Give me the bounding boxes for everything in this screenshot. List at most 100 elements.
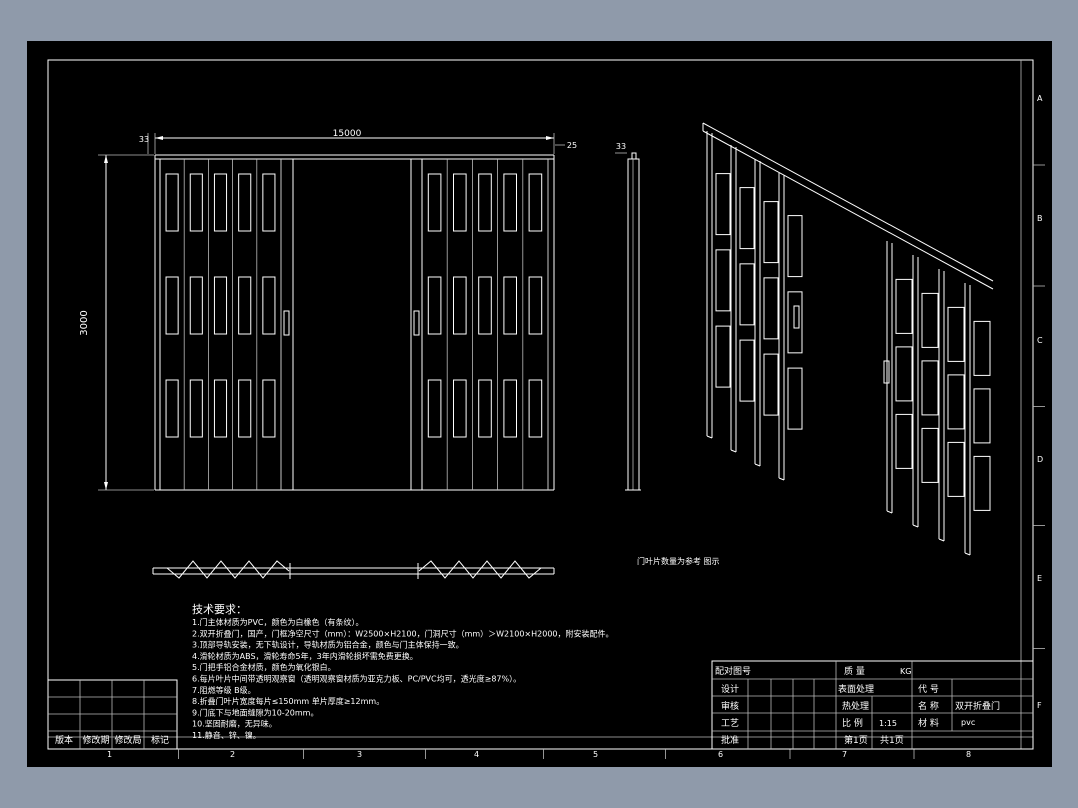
column-label: 4 <box>474 750 479 759</box>
iso-window <box>787 291 803 354</box>
observation-window <box>478 173 492 232</box>
reference-note: 门叶片数量为参考 图示 <box>637 556 720 566</box>
right-offset-dimension: 25 <box>567 141 577 150</box>
tech-item: 7.阻燃等级 B级。 <box>192 685 256 695</box>
technical-requirements: 技术要求： 1.门主体材质为PVC，颜色为白橡色（有条纹）。2.双开折叠门，国产… <box>192 603 614 740</box>
tb-scale-label: 比 例 <box>842 717 863 729</box>
inner-frame <box>47 59 1034 750</box>
rev-header-mark: 标记 <box>151 734 169 746</box>
front-view: 15000 33 25 3000 <box>79 129 577 491</box>
observation-window <box>213 276 228 335</box>
rev-header-version: 版本 <box>55 734 73 746</box>
tech-item: 6.每片叶片中间带透明观察窗（透明观察窗材质为亚克力板、PC/PVC均可，透光度… <box>192 674 521 684</box>
observation-window <box>427 276 442 335</box>
observation-window <box>238 173 252 232</box>
left-door-handle <box>283 310 290 336</box>
row-label: E <box>1037 574 1042 583</box>
right-door-leaf <box>410 155 555 490</box>
tech-item: 8.折叠门叶片宽度每片≤150mm 单片厚度≥12mm。 <box>192 696 384 706</box>
tech-item: 3.顶部导轨安装，无下轨设计，导轨材质为铝合金，颜色与门主体保持一致。 <box>192 640 464 650</box>
row-label: F <box>1037 701 1042 710</box>
iso-window <box>895 413 913 469</box>
observation-window <box>165 173 179 232</box>
iso-window <box>787 367 803 430</box>
right-door-handle <box>413 310 420 336</box>
tb-heat: 热处理 <box>842 700 869 712</box>
title-block: 配对图号 质 量 KG 设计 表面处理 代 号 审核 热处理 名 称 双开折叠门… <box>711 660 1034 750</box>
column-label: 8 <box>966 750 971 759</box>
iso-window <box>763 201 779 264</box>
isometric-view <box>702 122 994 556</box>
row-label: B <box>1037 214 1043 223</box>
tech-item: 4.滑轮材质为ABS，滑轮寿命5年，3年内滑轮损坏需免费更换。 <box>192 651 418 661</box>
tech-item: 11.静音、锌、镍。 <box>192 730 261 740</box>
iso-window <box>947 306 965 362</box>
iso-window <box>739 339 755 402</box>
observation-window <box>213 173 228 232</box>
left-offset-dimension: 33 <box>139 135 149 144</box>
observation-window <box>189 379 203 438</box>
iso-window <box>895 278 913 334</box>
iso-window <box>715 173 731 236</box>
iso-window <box>921 292 939 348</box>
row-label: C <box>1037 336 1043 345</box>
iso-handle-right <box>883 360 890 384</box>
iso-window <box>921 427 939 483</box>
rev-header-office: 修改局 <box>114 734 141 746</box>
tb-material-label: 材 料 <box>918 717 939 729</box>
observation-window <box>238 379 252 438</box>
column-label: 2 <box>230 750 235 759</box>
iso-window <box>763 277 779 340</box>
column-label: 3 <box>357 750 362 759</box>
rev-header-date: 修改期 <box>82 734 109 746</box>
observation-window <box>427 173 442 232</box>
iso-handle-left <box>793 305 800 329</box>
observation-window <box>262 173 276 232</box>
tb-surface: 表面处理 <box>838 683 874 695</box>
side-view: 33 <box>615 142 641 491</box>
iso-window <box>787 215 803 278</box>
tech-item: 1.门主体材质为PVC，颜色为白橡色（有条纹）。 <box>192 617 364 627</box>
tb-process: 工艺 <box>721 718 739 729</box>
tb-code-label: 代 号 <box>918 684 939 695</box>
left-door-leaf <box>154 155 294 490</box>
iso-window <box>973 320 991 376</box>
observation-window <box>189 276 203 335</box>
observation-window <box>213 379 228 438</box>
observation-window <box>503 173 517 232</box>
iso-window <box>739 263 755 326</box>
tech-item: 5.门把手铝合金材质，颜色为氧化银白。 <box>192 662 336 672</box>
row-label: D <box>1037 455 1043 464</box>
height-dimension: 3000 <box>79 310 90 335</box>
tech-item: 9.门底下与地面缝隙为10-20mm。 <box>192 707 318 717</box>
iso-window <box>763 353 779 416</box>
column-label: 6 <box>718 750 723 759</box>
tb-name-value: 双开折叠门 <box>955 700 1000 712</box>
tb-page: 第1页 <box>844 734 868 746</box>
tb-material-value: pvc <box>961 718 975 727</box>
tb-ref-drawing: 配对图号 <box>715 665 751 677</box>
observation-window <box>165 276 179 335</box>
observation-window <box>262 276 276 335</box>
tb-review: 审核 <box>721 700 739 712</box>
observation-window <box>238 276 252 335</box>
tb-scale-value: 1:15 <box>879 719 897 728</box>
side-thickness-dimension: 33 <box>616 142 626 151</box>
plan-view <box>152 560 555 579</box>
observation-window <box>453 379 467 438</box>
iso-window <box>739 187 755 250</box>
observation-window <box>503 379 517 438</box>
column-label: 5 <box>593 750 598 759</box>
tb-mass-unit: KG <box>900 667 911 676</box>
observation-window <box>528 379 543 438</box>
iso-window <box>947 441 965 497</box>
tb-name-label: 名 称 <box>918 700 939 712</box>
observation-window <box>262 379 276 438</box>
tb-approve: 批准 <box>721 734 739 746</box>
observation-window <box>528 276 543 335</box>
tech-title: 技术要求： <box>192 603 247 616</box>
